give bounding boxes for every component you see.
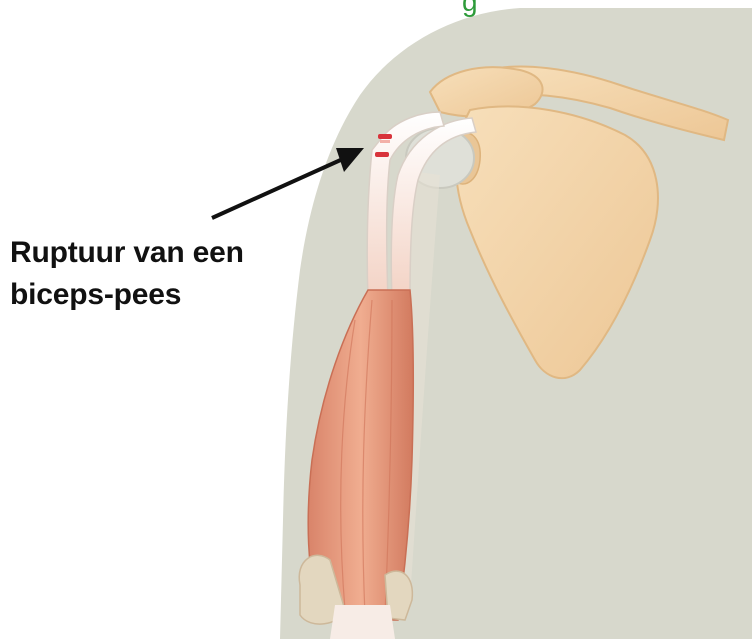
rupture-callout-label: Ruptuur van een biceps-pees [10, 232, 244, 316]
top-text-fragment: g [462, 0, 478, 18]
callout-line-2: biceps-pees [10, 274, 244, 316]
callout-line-1: Ruptuur van een [10, 232, 244, 274]
distal-tendon [330, 605, 395, 639]
